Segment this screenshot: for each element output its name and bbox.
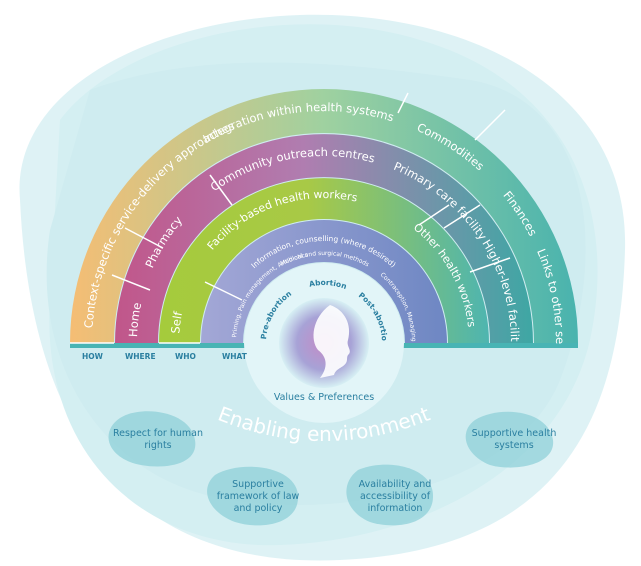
svg-text:Home: Home (126, 301, 144, 337)
enabler-systems: Supportive health systems (471, 428, 557, 451)
enabler-rights: Respect for human rights (112, 428, 204, 451)
ring-separators (70, 92, 511, 344)
values-preferences-label: Values & Preferences (274, 392, 374, 403)
svg-text:Self: Self (168, 309, 185, 334)
axis-where: WHERE (125, 352, 156, 361)
enabler-information: Availability and accessibility of inform… (358, 479, 432, 514)
who-label-a: Self (168, 309, 185, 334)
axis-how: HOW (82, 352, 104, 361)
who-ring (159, 178, 489, 343)
face-silhouette-icon (313, 305, 350, 378)
axis-who: WHO (175, 352, 196, 361)
enabler-framework: Supportive framework of law and policy (216, 479, 300, 514)
how-ring (70, 89, 578, 343)
enabler-bubbles (108, 411, 554, 526)
what-ring (201, 220, 447, 343)
where-label-a: Home (126, 301, 144, 337)
where-ring (115, 134, 533, 343)
axis-what: WHAT (222, 352, 248, 361)
